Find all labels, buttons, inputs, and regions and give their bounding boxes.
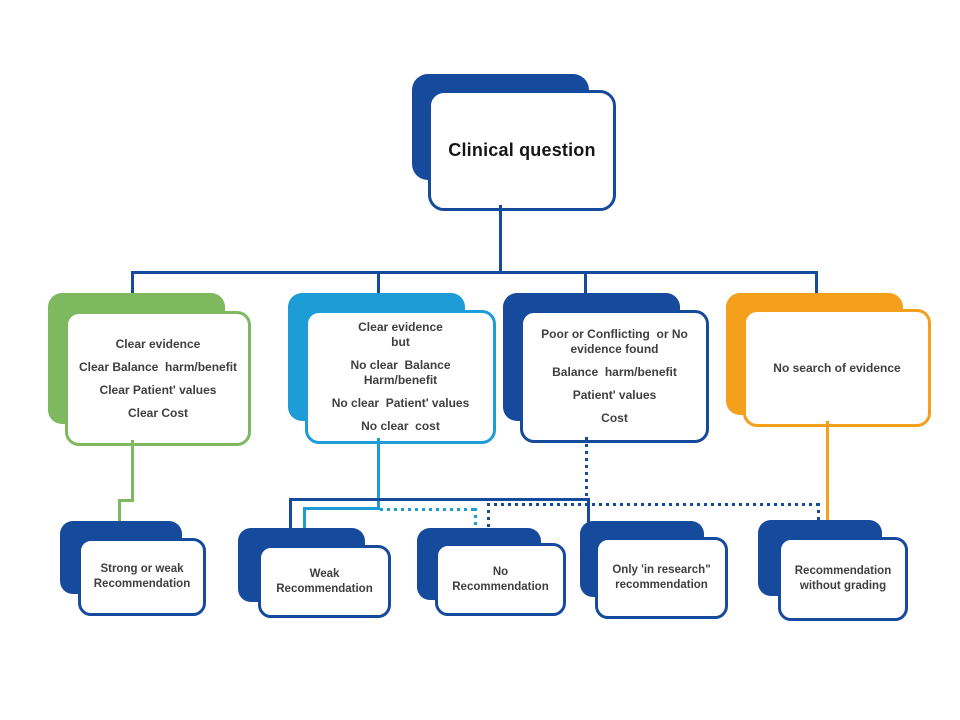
node-clinical-question: Clinical question — [428, 90, 616, 211]
connector-lightblue-dotted-v — [474, 508, 477, 529]
node-text-line: Patient' values — [572, 388, 657, 402]
connector-root-stem — [499, 205, 502, 274]
node-text-line: Clear evidence — [115, 336, 201, 351]
node-text-line: Recommendation — [276, 582, 373, 595]
node-weak: Weak Recommendation — [258, 545, 391, 618]
node-text-line: but — [391, 335, 410, 349]
node-text-line: evidence found — [570, 342, 659, 356]
connector-green-v1 — [131, 440, 134, 502]
node-text-line: Recommendation — [794, 565, 892, 577]
connector-darkblue-dotted-v-norec — [487, 503, 490, 529]
connector-darkblue-dotted-stem — [585, 437, 588, 499]
connector-darkblue-solid-h — [289, 498, 590, 501]
connector-root-rail — [131, 271, 818, 274]
node-text-line: Harm/benefit — [363, 373, 438, 387]
node-text-line: Strong or weak — [100, 563, 184, 575]
node-text-line: No clear cost — [361, 419, 440, 433]
connector-drop-no-search — [815, 271, 818, 295]
node-without-grading: Recommendation without grading — [778, 537, 908, 621]
node-clear-evidence-but: Clear evidence but No clear Balance Harm… — [305, 310, 496, 444]
connector-drop-clear-evidence — [131, 271, 134, 295]
connector-lightblue-solid-h — [303, 507, 380, 510]
node-text-line: Clear Balance harm/benefit — [78, 359, 238, 374]
node-no-search: No search of evidence — [743, 309, 931, 427]
connector-darkblue-solid-v-weak — [289, 498, 292, 530]
connector-orange-v — [826, 421, 829, 521]
connector-lightblue-solid-v1 — [377, 438, 380, 510]
node-strong-or-weak: Strong or weak Recommendation — [78, 538, 206, 616]
node-text-line: Recommendation — [452, 580, 549, 593]
node-text-line: Cost — [601, 411, 628, 425]
node-text-line: No clear Balance — [350, 358, 451, 372]
node-title: Clinical question — [448, 140, 596, 160]
connector-darkblue-solid-v-research — [587, 498, 590, 523]
node-text-line: No — [492, 565, 509, 578]
node-text-line: Clear evidence — [358, 320, 443, 334]
connector-green-v2 — [118, 499, 121, 522]
node-text-line: without grading — [799, 580, 887, 592]
connector-drop-poor-conflicting — [584, 271, 587, 295]
node-poor-conflicting: Poor or Conflicting or No evidence found… — [520, 310, 709, 443]
node-text-line: Balance harm/benefit — [552, 365, 677, 379]
connector-darkblue-dotted-v-grading — [817, 503, 820, 521]
node-text-line: Recommendation — [93, 578, 191, 590]
node-text-line: Only 'in research" — [612, 564, 711, 576]
node-text-line: Clear Cost — [127, 405, 189, 420]
node-clear-evidence: Clear evidence Clear Balance harm/benefi… — [65, 311, 251, 446]
node-text-line: No search of evidence — [773, 360, 901, 375]
node-no-recommendation: No Recommendation — [435, 543, 566, 616]
node-text-line: Weak — [309, 567, 340, 580]
node-only-in-research: Only 'in research" recommendation — [595, 537, 728, 619]
connector-lightblue-dotted-h — [380, 508, 477, 511]
node-text-line: Poor or Conflicting or No — [541, 327, 688, 341]
node-text-line: recommendation — [615, 579, 708, 591]
node-text-line: No clear Patient' values — [331, 396, 470, 410]
connector-lightblue-solid-v2 — [303, 507, 306, 531]
node-text-line: Clear Patient' values — [99, 382, 217, 397]
connector-darkblue-dotted-h — [487, 503, 820, 506]
connector-green-h — [118, 499, 134, 502]
connector-drop-clear-evidence-but — [377, 271, 380, 295]
